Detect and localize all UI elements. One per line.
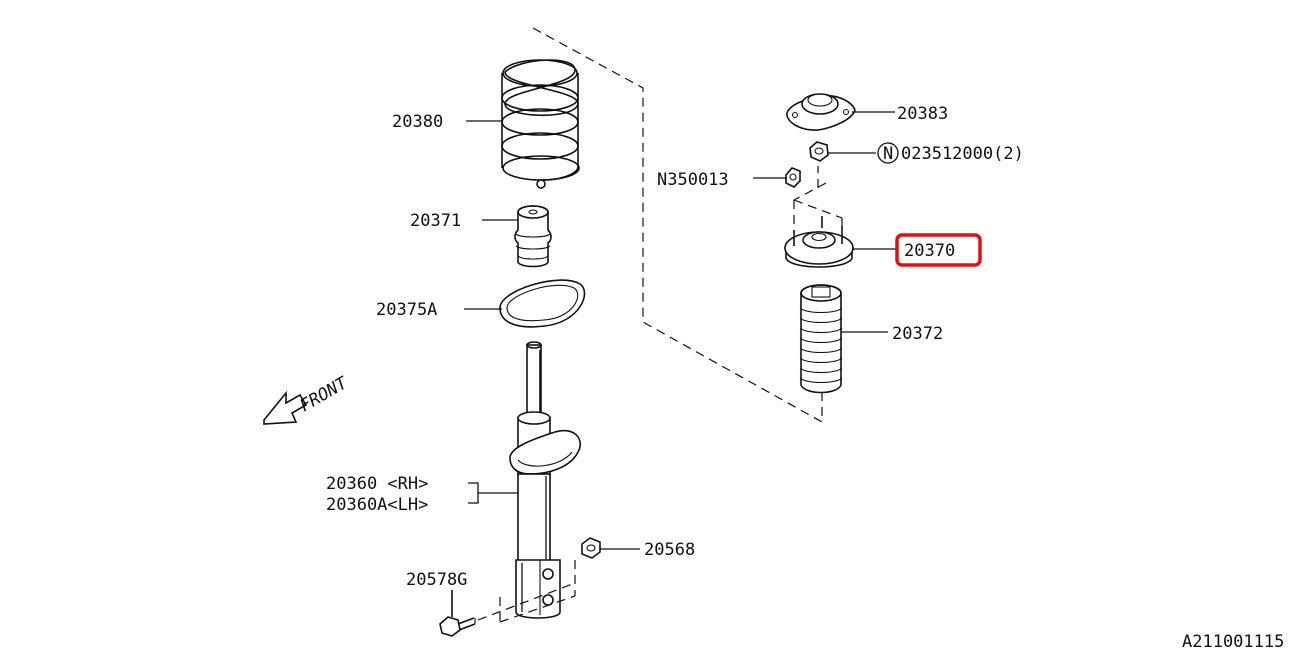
strut-mount-part[interactable]: [784, 216, 854, 268]
spring-seat-rubber-part[interactable]: [499, 279, 586, 328]
label-upper-nut: 023512000(2): [901, 144, 1024, 164]
label-bolt: 20578G: [406, 570, 467, 590]
upper-nut-part[interactable]: [809, 141, 829, 162]
n-circle-icon: [877, 142, 899, 164]
lower-nut-part[interactable]: [581, 537, 601, 559]
part-labels: 20380 20371 20375A 20360 <RH> 20360A<LH>…: [326, 104, 1284, 652]
leader-lines: [464, 111, 897, 550]
coil-spring-part[interactable]: [501, 59, 580, 189]
label-bump-stopper: 20371: [410, 211, 461, 231]
label-small-nut: N350013: [657, 170, 729, 190]
highlight-box-strut-mount: [895, 233, 982, 267]
label-strut-mount: 20370: [904, 241, 955, 261]
label-lower-nut: 20568: [644, 540, 695, 560]
bump-stopper-part[interactable]: [514, 205, 552, 268]
dust-boot-part[interactable]: [799, 284, 843, 394]
label-coil-spring: 20380: [392, 112, 443, 132]
front-label: FRONT: [297, 373, 353, 417]
small-nut-part[interactable]: [785, 167, 801, 188]
label-upper-nut-prefix: N: [883, 144, 893, 164]
reference-code: A211001115: [1182, 632, 1284, 652]
mount-cap-part[interactable]: [786, 93, 856, 131]
front-direction-arrow: FRONT: [263, 373, 353, 425]
bolt-part[interactable]: [439, 560, 576, 637]
label-dust-boot: 20372: [892, 324, 943, 344]
label-strut-lh: 20360A<LH>: [326, 495, 428, 515]
label-strut-rh: 20360 <RH>: [326, 474, 428, 494]
strut-assembly-part[interactable]: [509, 341, 581, 619]
assembly-guide-lines: [532, 27, 843, 423]
label-spring-seat-rubber: 20375A: [376, 300, 437, 320]
label-mount-cap: 20383: [897, 104, 948, 124]
